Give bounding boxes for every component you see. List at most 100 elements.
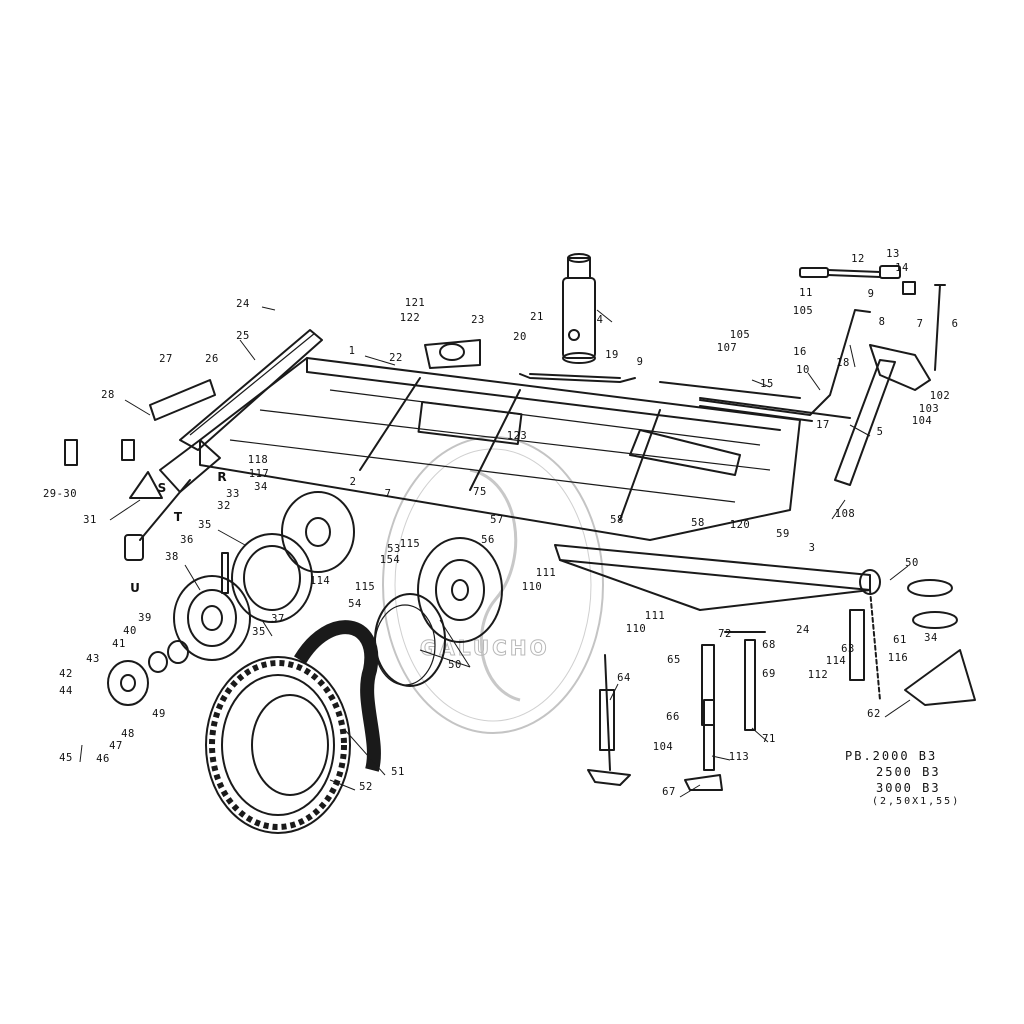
callout-label: 50	[905, 557, 919, 569]
callout-label: 50	[448, 659, 462, 671]
callout-label: 69	[762, 668, 776, 680]
letter-mark: U	[130, 581, 140, 595]
model-line-4: (2,50X1,55)	[872, 796, 960, 807]
callout-label: 15	[760, 378, 774, 390]
callout-label: 154	[380, 554, 400, 566]
hydraulic-cylinder	[562, 253, 596, 364]
callout-label: 102	[930, 390, 950, 402]
callout-label: 14	[895, 262, 909, 274]
callout-label: 17	[816, 419, 830, 431]
callout-label: 18	[836, 357, 850, 369]
callout-label: 48	[121, 728, 135, 740]
callout-label: 115	[400, 538, 420, 550]
watermark-text: GALUCHO	[420, 636, 550, 660]
callout-label: 117	[249, 468, 269, 480]
callout-label: 118	[248, 454, 268, 466]
callout-label: 65	[667, 654, 681, 666]
callout-label: 19	[605, 349, 619, 361]
callout-label: 38	[165, 551, 179, 563]
hand-pump-lever	[699, 284, 946, 486]
callout-label: 71	[762, 733, 776, 745]
wheel-rim	[374, 537, 503, 687]
model-line-3: 3000 B3	[876, 781, 941, 795]
support-jacks	[587, 631, 766, 791]
callout-label: 110	[522, 581, 542, 593]
callout-label: 58	[610, 514, 624, 526]
callout-label: 122	[400, 312, 420, 324]
callout-label: 34	[924, 632, 938, 644]
callout-label: 113	[729, 751, 749, 763]
callout-label: 9	[868, 288, 875, 300]
callout-label: 52	[359, 781, 373, 793]
callout-label: 24	[796, 624, 810, 636]
tyre	[205, 620, 381, 834]
callout-label: 25	[236, 330, 250, 342]
hydraulic-hose	[519, 373, 636, 383]
callout-label: 56	[481, 534, 495, 546]
callout-label: 68	[762, 639, 776, 651]
front-beam	[149, 329, 323, 493]
callout-label: 27	[159, 353, 173, 365]
callout-label: 64	[617, 672, 631, 684]
callout-label: 22	[389, 352, 403, 364]
callout-label: 111	[536, 567, 556, 579]
callout-label: 111	[645, 610, 665, 622]
callout-label: 108	[835, 508, 855, 520]
callout-label: 7	[385, 488, 392, 500]
callout-label: 51	[391, 766, 405, 778]
model-designation: PB.2000 B3 2500 B3 3000 B3 (2,50X1,55)	[845, 749, 960, 807]
tow-chain	[849, 579, 976, 706]
callout-label: 13	[886, 248, 900, 260]
letter-mark: T	[174, 510, 183, 524]
callout-label: 72	[718, 628, 732, 640]
callout-label: 61	[893, 634, 907, 646]
callout-label: 66	[666, 711, 680, 723]
callout-label: 63	[841, 643, 855, 655]
callout-label: 33	[226, 488, 240, 500]
callout-label: 36	[180, 534, 194, 546]
callout-label: 123	[507, 430, 527, 442]
callout-label: 54	[348, 598, 362, 610]
callout-label: 5	[877, 426, 884, 438]
callout-label: 105	[730, 329, 750, 341]
callout-label: 41	[112, 638, 126, 650]
chassis-frame	[199, 357, 851, 541]
callout-label: 53	[387, 543, 401, 555]
callout-label: 43	[86, 653, 100, 665]
callout-label: 3	[809, 542, 816, 554]
callout-label: 21	[530, 311, 544, 323]
callout-label: 2	[350, 476, 357, 488]
letter-mark: R	[217, 470, 226, 484]
callout-label: 6	[952, 318, 959, 330]
callout-label: 114	[826, 655, 846, 667]
pivot-bracket	[424, 339, 481, 369]
callout-label: 24	[236, 298, 250, 310]
callout-label: 35	[252, 626, 266, 638]
callout-label: 40	[123, 625, 137, 637]
callout-label: 103	[919, 403, 939, 415]
callout-label: 42	[59, 668, 73, 680]
callout-label: 120	[730, 519, 750, 531]
callout-leaders	[79, 306, 911, 798]
letter-mark: S	[158, 481, 167, 495]
callout-label: 4	[597, 314, 604, 326]
callout-label: 121	[405, 297, 425, 309]
callout-label: 105	[793, 305, 813, 317]
callout-label: 35	[198, 519, 212, 531]
callout-label: 39	[138, 612, 152, 624]
callout-label: 10	[796, 364, 810, 376]
callout-label: 23	[471, 314, 485, 326]
callout-label: 12	[851, 253, 865, 265]
callout-label: 57	[490, 514, 504, 526]
callout-label: 44	[59, 685, 73, 697]
callout-label: 32	[217, 500, 231, 512]
callout-label: 112	[808, 669, 828, 681]
model-line-1: PB.2000 B3	[845, 749, 937, 763]
callout-label: 11	[799, 287, 813, 299]
callout-label: 47	[109, 740, 123, 752]
wheel-hub-assembly	[107, 491, 355, 706]
callout-label: 26	[205, 353, 219, 365]
callout-label: 34	[254, 481, 268, 493]
upper-hose	[799, 265, 916, 295]
